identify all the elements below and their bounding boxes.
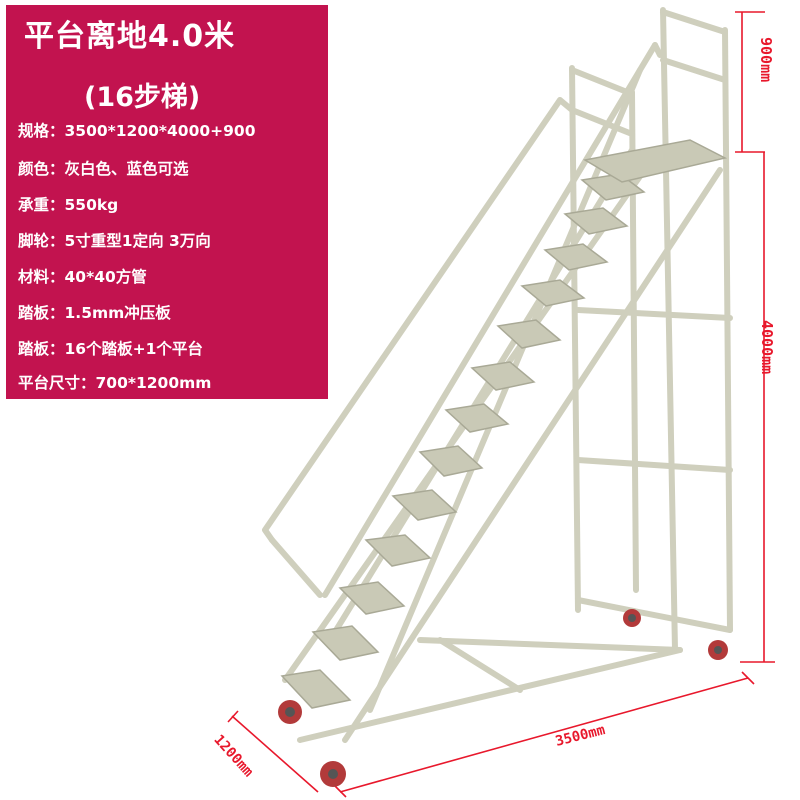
subtitle: (16步梯)	[84, 82, 201, 113]
spec-row: 脚轮：5寸重型1定向 3万向	[18, 229, 211, 251]
spec-row: 踏板：1.5mm冲压板	[18, 301, 171, 323]
spec-label: 踏板：	[18, 340, 65, 358]
casters	[278, 609, 728, 787]
spec-row: 规格：3500*1200*4000+900	[18, 119, 256, 141]
dimension-top-label: 900mm	[757, 37, 775, 83]
spec-row: 承重：550kg	[18, 193, 118, 215]
spec-value: 灰白色、蓝色可选	[64, 160, 189, 178]
spec-label: 材料：	[18, 268, 65, 286]
spec-label: 颜色：	[18, 160, 65, 178]
spec-label: 规格：	[18, 122, 65, 140]
spec-value: 16个踏板+1个平台	[64, 340, 203, 358]
spec-label: 平台尺寸：	[18, 374, 96, 392]
spec-label: 承重：	[18, 196, 65, 214]
spec-row: 颜色：灰白色、蓝色可选	[18, 157, 189, 179]
spec-panel: 平台离地4.0米 (16步梯) 规格：3500*1200*4000+900 颜色…	[6, 5, 328, 399]
spec-value: 3500*1200*4000+900	[64, 122, 256, 140]
spec-row: 踏板：16个踏板+1个平台	[18, 337, 203, 359]
spec-value: 550kg	[64, 196, 119, 214]
step-treads	[280, 139, 728, 709]
spec-value: 5寸重型1定向 3万向	[64, 232, 211, 250]
spec-value: 700*1200mm	[95, 374, 212, 392]
title: 平台离地4.0米	[24, 19, 236, 54]
spec-value: 40*40方管	[64, 268, 147, 286]
spec-label: 踏板：	[18, 304, 65, 322]
spec-row: 平台尺寸：700*1200mm	[18, 371, 211, 393]
spec-row: 材料：40*40方管	[18, 265, 147, 287]
spec-value: 1.5mm冲压板	[64, 304, 171, 322]
dimension-height-label: 4000mm	[758, 320, 776, 375]
spec-label: 脚轮：	[18, 232, 65, 250]
dimension-lines	[227, 11, 775, 798]
